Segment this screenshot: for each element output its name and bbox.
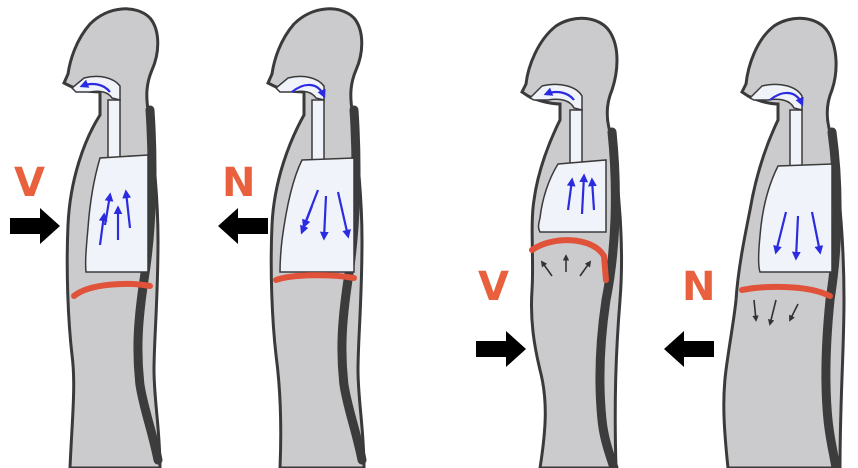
trachea — [108, 100, 120, 160]
figure-label: N — [222, 160, 255, 206]
right-arrow-icon — [10, 208, 60, 244]
trachea — [790, 110, 802, 170]
figure-label: V — [14, 160, 45, 206]
right-arrow-icon — [476, 331, 526, 367]
figure-chest-exhale: N — [218, 9, 364, 468]
left-arrow-icon — [664, 331, 714, 367]
left-arrow-icon — [218, 208, 268, 244]
figure-label: N — [682, 264, 715, 310]
figure-abdomen-exhale: N — [664, 18, 844, 468]
figure-abdomen-inhale: V — [476, 18, 622, 468]
figure-chest-inhale: V — [10, 9, 160, 468]
trachea — [570, 110, 582, 166]
figure-label: V — [478, 264, 509, 310]
trachea — [312, 100, 324, 160]
